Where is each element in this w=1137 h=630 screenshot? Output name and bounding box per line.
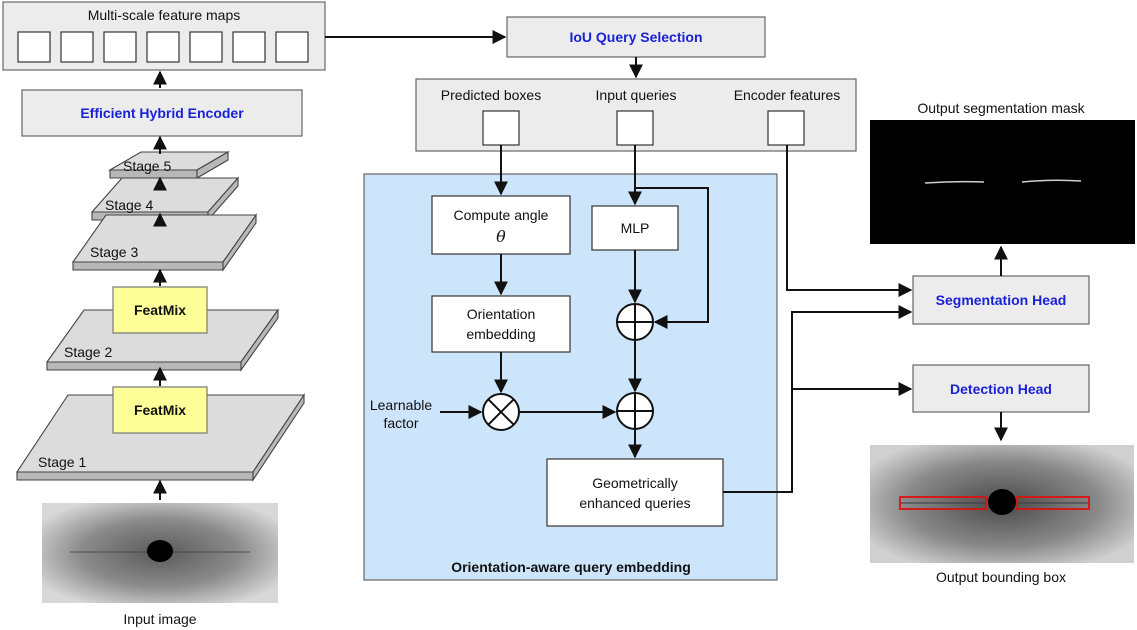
compute-angle-box [431,195,571,255]
detection-head-box [912,364,1090,413]
stage5-label: Stage 5 [123,158,171,174]
geo-line2: enhanced queries [579,495,690,511]
encoder-features-label: Encoder features [734,87,841,103]
head-connection-arrows [723,145,913,493]
seg-head-label: Segmentation Head [936,292,1067,308]
feature-map-square [103,31,137,63]
middle-arrows [440,145,709,459]
predicted-boxes-square [482,110,520,146]
stage4-layer: Stage 4 [90,176,240,222]
input-image-label: Input image [123,611,196,627]
theta-symbol: θ [496,227,506,246]
input-queries-square [616,110,654,146]
input-image [42,503,278,603]
feature-map-square [232,31,266,63]
stage3-label: Stage 3 [90,244,138,260]
add-operator-lower [616,392,654,430]
encoder-label: Efficient Hybrid Encoder [80,105,244,121]
bbox-label: Output bounding box [936,569,1066,585]
stage4-label: Stage 4 [105,197,153,213]
seg-mask-label: Output segmentation mask [917,100,1085,116]
mlp-box [591,205,679,251]
orientation-line2: embedding [466,326,535,342]
orientation-line1: Orientation [467,306,535,322]
geometrically-enhanced-queries-box [546,458,724,527]
det-head-label: Detection Head [950,381,1052,397]
detected-box-left [899,496,987,510]
stage1-layer: Stage 1 [15,393,306,482]
learnable-line1: Learnable [370,397,432,413]
stage2-layer: Stage 2 [45,308,280,372]
panel-title: Orientation-aware query embedding [451,559,691,575]
feature-map-square [17,31,51,63]
input-queries-label: Input queries [596,87,677,103]
feature-map-square [146,31,180,63]
multiscale-label: Multi-scale feature maps [88,7,241,23]
efficient-hybrid-encoder-box [21,89,303,137]
output-bounding-box-image [870,445,1134,563]
stage1-label: Stage 1 [38,454,86,470]
learnable-line2: factor [383,415,418,431]
stage2-label: Stage 2 [64,344,112,360]
stage3-layer: Stage 3 [71,213,258,272]
add-operator-upper [616,303,654,341]
featmix-upper-label: FeatMix [134,302,186,318]
stage5-layer: Stage 5 [107,151,231,179]
detected-box-right [1016,496,1090,510]
feature-map-square [275,31,309,63]
orientation-embedding-box [431,295,571,353]
segmentation-head-box [912,275,1090,325]
feature-map-squares [17,31,309,63]
iou-label: IoU Query Selection [569,29,702,45]
featmix-upper-box [112,286,208,334]
geo-line1: Geometrically [592,475,678,491]
predicted-boxes-label: Predicted boxes [441,87,541,103]
feature-map-square [189,31,223,63]
compute-angle-label: Compute angle [454,207,549,223]
encoder-features-square [767,110,805,146]
feature-map-square [60,31,94,63]
mlp-label: MLP [621,220,650,236]
featmix-lower-label: FeatMix [134,402,186,418]
multiply-operator [482,393,520,431]
output-segmentation-mask [870,120,1135,244]
iou-query-selection-box [506,16,766,58]
featmix-lower-box [112,386,208,434]
